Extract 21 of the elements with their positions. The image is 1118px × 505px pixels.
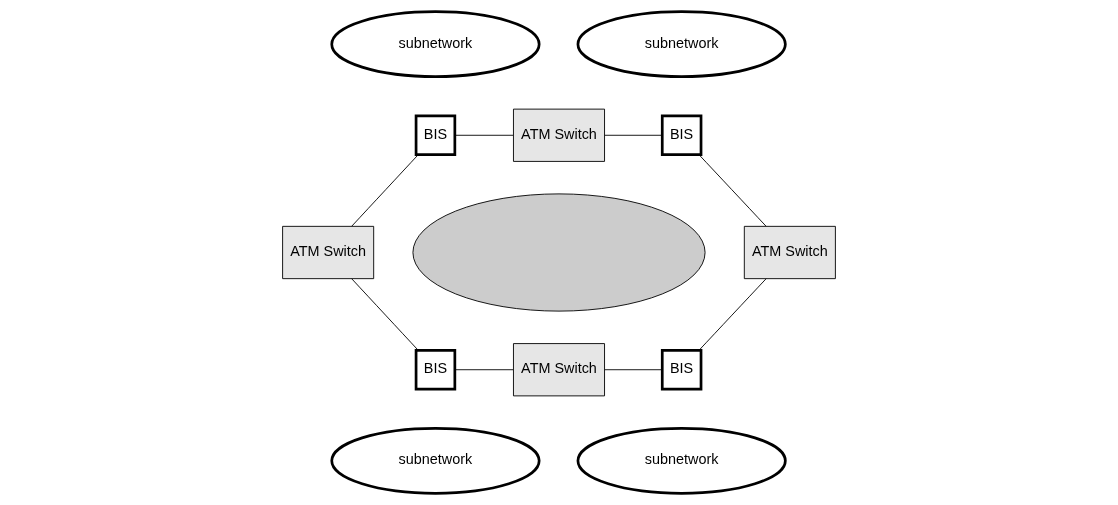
connector bbox=[604, 369, 663, 371]
connector bbox=[604, 134, 663, 136]
node-ellipse: subnetwork bbox=[330, 10, 541, 78]
node-box: ATM Switch bbox=[513, 343, 605, 397]
node-ellipse bbox=[412, 193, 706, 312]
connector bbox=[698, 278, 767, 351]
node-box: ATM Switch bbox=[743, 225, 836, 280]
connector bbox=[698, 154, 767, 227]
node-ellipse: subnetwork bbox=[330, 427, 541, 495]
node-box: BIS bbox=[660, 349, 703, 391]
node-ellipse: subnetwork bbox=[576, 10, 787, 78]
connector bbox=[454, 134, 514, 136]
node-box: BIS bbox=[660, 114, 703, 156]
node-box: ATM Switch bbox=[282, 225, 375, 280]
connector bbox=[454, 369, 514, 371]
node-box: ATM Switch bbox=[513, 108, 605, 162]
connector bbox=[351, 154, 419, 227]
node-box: BIS bbox=[414, 349, 457, 391]
connector bbox=[351, 278, 419, 351]
node-box: BIS bbox=[414, 114, 457, 156]
node-ellipse: subnetwork bbox=[576, 427, 787, 495]
